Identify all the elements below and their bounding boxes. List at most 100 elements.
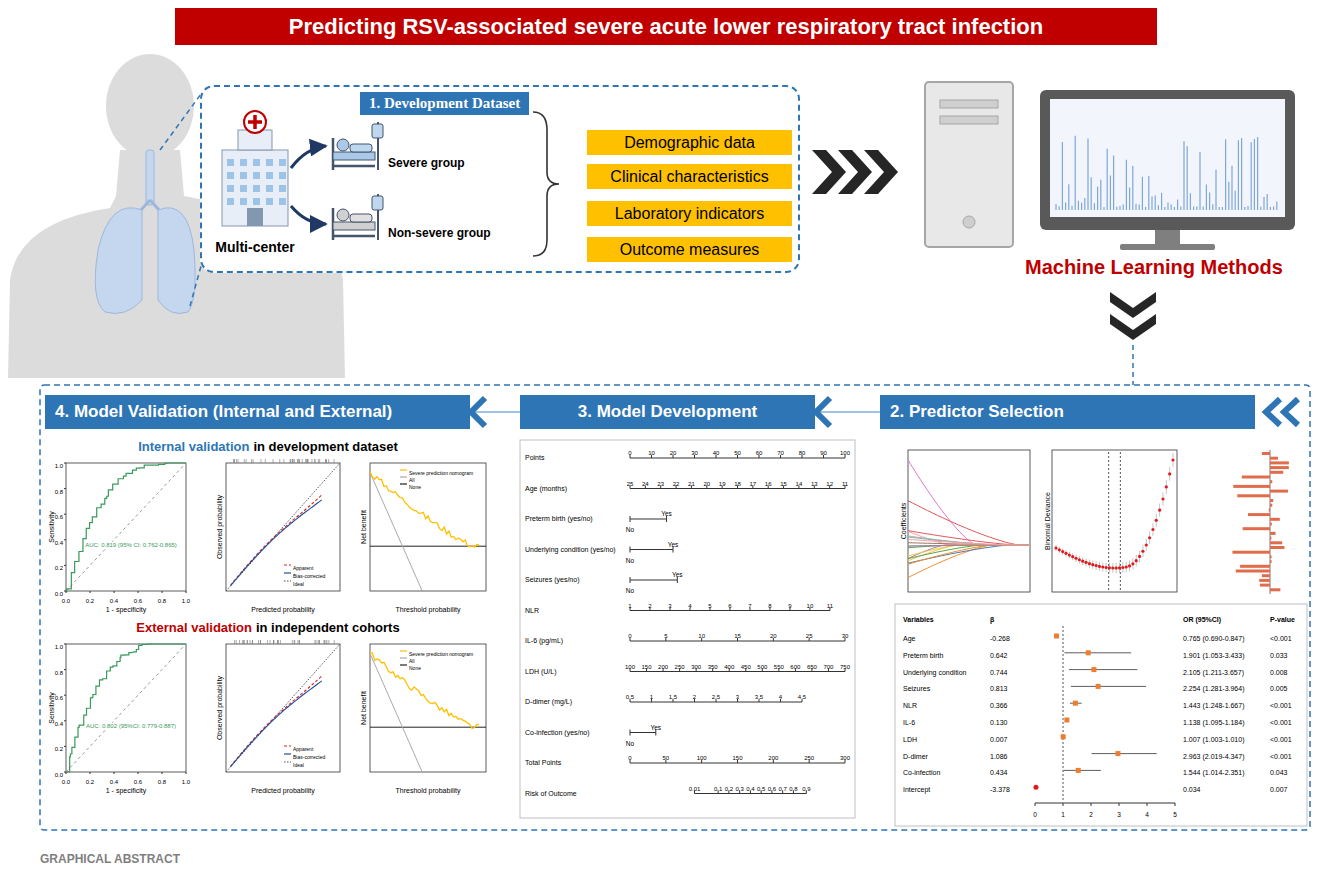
- table-header: Variables: [903, 616, 934, 623]
- tick-mark: [1035, 803, 1036, 806]
- or-point: [1115, 751, 1120, 756]
- importance-bar: [1270, 504, 1272, 507]
- tick-label: 1.0: [182, 779, 190, 785]
- spectrum-bar: [1267, 194, 1268, 210]
- auc-text-holder: AUC: 0.802 (95%CI: 0.779-0.887): [86, 714, 176, 732]
- importance-bar: [1270, 532, 1276, 535]
- computer-icon: [963, 216, 975, 228]
- scale-label-holder: 8: [768, 593, 771, 611]
- scale-label: 19: [719, 480, 726, 486]
- axis-title-holder: Threshold probability: [396, 598, 461, 616]
- value-cell-holder: 0.008: [1270, 660, 1288, 678]
- or-point: [1073, 701, 1078, 706]
- rug-mark: [297, 640, 298, 644]
- deviance-point: [1171, 458, 1174, 461]
- value-cell: 1.901 (1.053-3.433): [1183, 652, 1245, 659]
- scale-label-holder: 550: [774, 654, 784, 672]
- scale-label: 12: [826, 480, 833, 486]
- scale-label: 0.7: [778, 785, 786, 791]
- scale-label-holder: 50: [734, 441, 741, 459]
- scale-label-holder: 100: [840, 441, 850, 459]
- scale-label: 90: [820, 450, 827, 456]
- tick-mark: [162, 591, 163, 593]
- scale-label: 40: [713, 450, 720, 456]
- rug-mark: [294, 459, 295, 463]
- importance-bar: [1270, 457, 1278, 460]
- importance-bar: [1270, 555, 1272, 558]
- hospital-icon: [224, 156, 286, 208]
- scale-label-holder: 100: [625, 654, 635, 672]
- computer-icon: [925, 82, 1013, 247]
- rug-mark: [279, 459, 280, 463]
- scale-label: 0.6: [768, 785, 776, 791]
- tick-mark: [64, 488, 66, 489]
- tick-label: 0.8: [158, 598, 166, 604]
- scale-label-holder: 150: [642, 654, 652, 672]
- scale-label-holder: 250: [804, 746, 814, 764]
- variable-name: Points: [525, 454, 544, 461]
- all-line: [370, 472, 422, 591]
- nomogram-frame: [520, 440, 855, 818]
- spectrum-bar: [1113, 155, 1114, 210]
- value-cell-holder: 0.033: [1270, 644, 1288, 662]
- coefficient-path: [908, 545, 1030, 559]
- scale-label: 500: [757, 663, 767, 669]
- spectrum-bar: [1209, 192, 1210, 210]
- scale-label-holder: 10: [648, 441, 655, 459]
- auc-text: AUC: 0.819 (95% CI: 0.762-0.865): [85, 542, 177, 548]
- variable-name-holder: Co-infection (yes/no): [525, 720, 625, 738]
- tick-label-holder: 0.6: [55, 505, 63, 523]
- scale-label-holder: 650: [807, 654, 817, 672]
- scale-label: 23: [657, 480, 664, 486]
- tick-mark: [162, 772, 163, 774]
- rug-mark: [278, 640, 279, 644]
- deviance-point: [1108, 566, 1111, 569]
- legend-sample: [284, 761, 291, 762]
- ci-line: [1069, 669, 1137, 670]
- callout-lines: [160, 94, 201, 306]
- value-cell: 1.138 (1.095-1.184): [1183, 719, 1245, 726]
- variable-cell-holder: Intercept: [903, 778, 930, 796]
- rug-mark: [307, 459, 308, 463]
- variable-name: Risk of Outcome: [525, 789, 577, 796]
- variable-name-holder: LDH (U/L): [525, 659, 625, 677]
- tick-mark: [186, 591, 187, 593]
- variable-cell-holder: NLR: [903, 694, 917, 712]
- legend-text: Apparent: [293, 746, 313, 752]
- value-cell-holder: 1.086: [990, 744, 1008, 762]
- ideal-line: [226, 463, 340, 591]
- value-cell-holder: 1.901 (1.053-3.433): [1183, 644, 1245, 662]
- method-label-holder: Machine Learning Methods: [1025, 256, 1283, 279]
- value-cell-holder: 2.105 (1.211-3.657): [1183, 660, 1244, 678]
- flow-chevrons: [864, 150, 898, 194]
- scale-label: 3: [668, 602, 671, 608]
- rug-mark: [315, 640, 316, 644]
- scale-label: 0: [628, 633, 631, 639]
- deviance-point: [1101, 565, 1104, 568]
- tick-label: 3: [1117, 811, 1121, 818]
- scale-label-holder: 16: [765, 471, 772, 489]
- variable-cell-holder: Age: [903, 627, 915, 645]
- value-cell: 2.105 (1.211-3.657): [1183, 668, 1244, 675]
- legend-sample: [284, 753, 291, 754]
- importance-bar: [1270, 537, 1271, 540]
- scale-label: 700: [823, 663, 833, 669]
- tick-label-holder: 0.0: [55, 582, 63, 600]
- rug-mark: [258, 640, 259, 644]
- axis-title-holder: Coefficients: [892, 503, 910, 539]
- scale-label: 0.9: [802, 785, 810, 791]
- reference-line: [1063, 626, 1064, 802]
- value-cell: 1.086: [990, 752, 1008, 759]
- flow-arrows: [291, 146, 326, 168]
- lungs: [158, 208, 195, 314]
- spectrum-bar: [1171, 205, 1172, 210]
- rug-mark: [326, 459, 327, 463]
- scale-label: 6: [728, 602, 731, 608]
- bed-icon: [350, 144, 372, 152]
- bed-icon: [333, 152, 375, 160]
- value-cell: 2.963 (2.019-4.347): [1183, 752, 1245, 759]
- spectrum-bar: [1235, 191, 1236, 210]
- scale-label: 100: [840, 450, 850, 456]
- scale-label-holder: 20: [703, 471, 710, 489]
- scale-label-holder: 0: [628, 441, 631, 459]
